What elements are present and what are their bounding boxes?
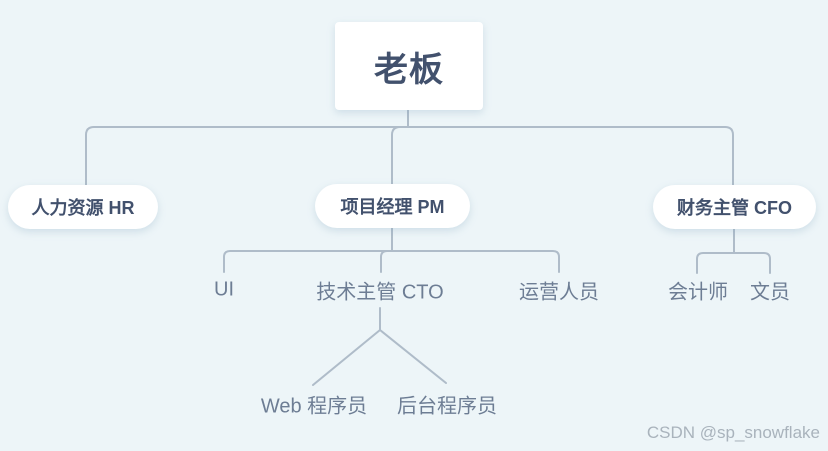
node-web-developer[interactable]: Web 程序员	[260, 395, 368, 418]
node-backend-developer[interactable]: 后台程序员	[397, 395, 497, 418]
connector-cfo-rail	[696, 252, 771, 274]
node-hr[interactable]: 人力资源 HR	[8, 185, 158, 229]
node-cto[interactable]: 技术主管 CTO	[316, 281, 444, 304]
node-ui[interactable]: UI	[214, 278, 234, 301]
node-boss-label: 老板	[374, 50, 444, 89]
connector-cto-to-backend-dev	[379, 329, 447, 384]
connector-level1-rail	[85, 126, 734, 186]
node-pm-label: 项目经理 PM	[340, 197, 445, 217]
node-accountant[interactable]: 会计师	[668, 281, 728, 304]
connector-root-to-pm	[391, 126, 409, 185]
node-hr-label: 人力资源 HR	[31, 198, 135, 218]
node-clerk[interactable]: 文员	[750, 281, 790, 304]
node-cfo[interactable]: 财务主管 CFO	[653, 185, 816, 229]
node-cfo-label: 财务主管 CFO	[677, 198, 792, 218]
node-pm[interactable]: 项目经理 PM	[315, 184, 470, 228]
node-operations[interactable]: 运营人员	[519, 281, 599, 304]
node-boss[interactable]: 老板	[335, 22, 483, 110]
connector-pm-to-cto	[380, 250, 393, 273]
csdn-watermark: CSDN @sp_snowflake	[646, 423, 820, 442]
connector-pm-rail	[223, 250, 560, 273]
connector-cto-to-web-dev	[312, 329, 381, 386]
